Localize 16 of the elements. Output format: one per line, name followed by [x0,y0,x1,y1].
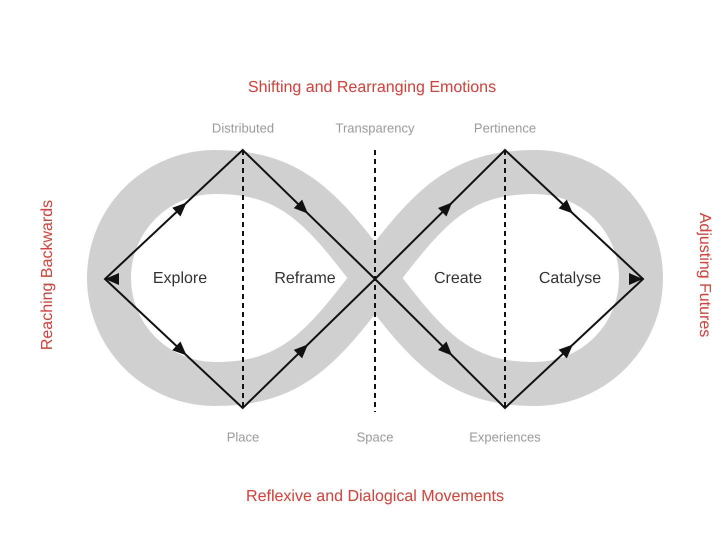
diamond-shape [105,150,375,408]
theme-label: Reaching Backwards [39,200,57,350]
title: Shifting and Rearranging Emotions [248,79,496,97]
theme-label: Reflexive and Dialogical Movements [246,488,504,506]
dimension-label: Pertinence [474,120,536,136]
dimension-label: Distributed [212,120,274,136]
dimension-label: Experiences [469,430,541,444]
dimension-label: Transparency [336,120,414,136]
diamond-shape [375,150,643,408]
theme-label: Adjusting Futures [695,212,713,338]
phase-label: Reframe [274,270,336,288]
phase-label: Explore [152,270,208,288]
phase-label: Create [434,270,482,288]
dimension-label: Space [356,430,394,444]
dimension-label: Place [226,430,260,444]
phase-label: Catalyse [538,270,602,288]
